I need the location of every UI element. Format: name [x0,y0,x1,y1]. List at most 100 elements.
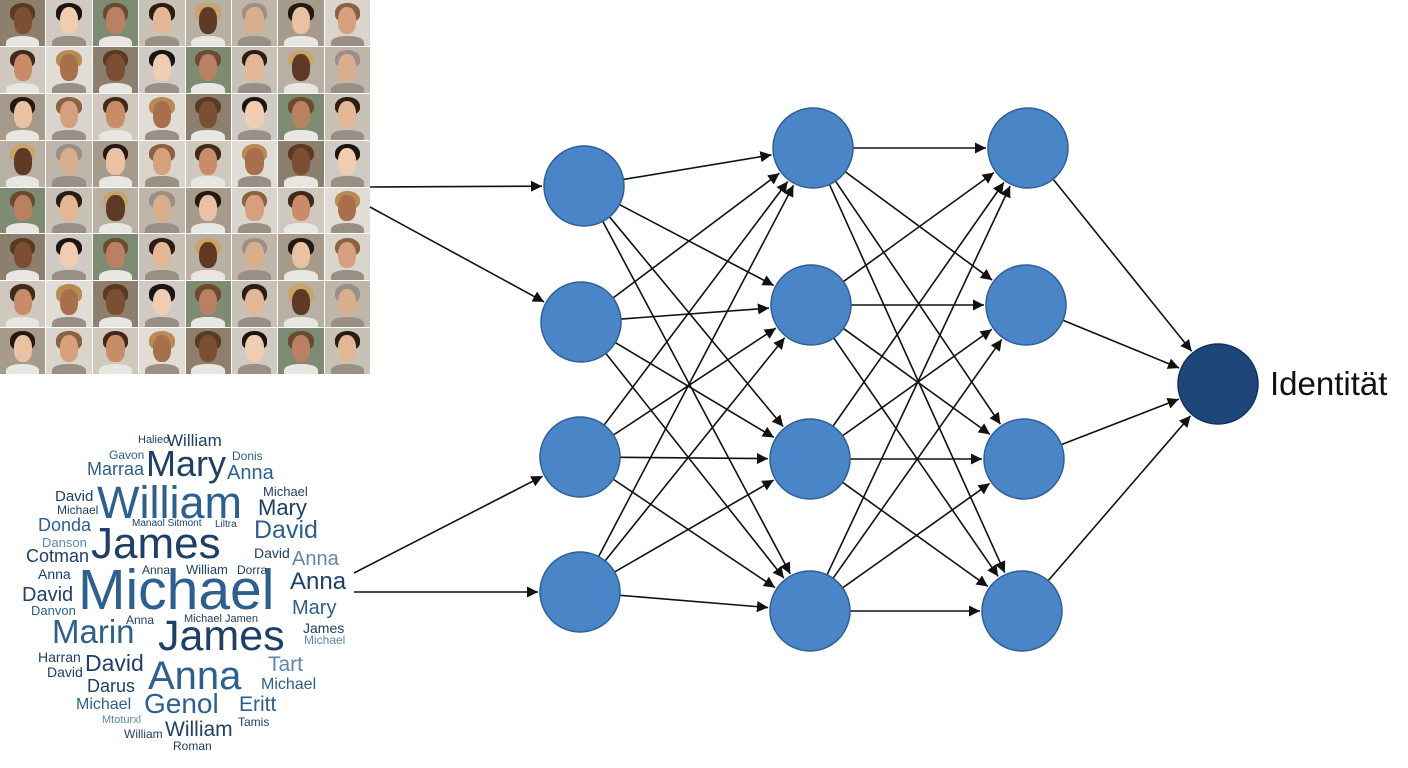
face-image [0,46,46,93]
name-word: Michael [261,676,317,693]
name-word: Mtoturxl [102,714,142,726]
face-image [185,93,231,140]
name-word: Dorra [237,563,268,577]
face-image [46,0,92,46]
face-image [46,140,92,187]
face-image [185,328,231,374]
connection-edge [832,338,1003,579]
face-image-grid [0,0,370,374]
face-image [324,0,370,46]
name-word: Anna [227,462,274,484]
face-image [92,281,139,328]
connection-edge [828,184,1006,574]
name-word: Halieo [138,434,170,446]
connection-edge [826,185,1011,576]
name-word: Michael [78,558,275,622]
face-image [46,328,92,374]
name-word: David [22,584,74,606]
name-word: Donda [38,515,92,535]
face-image [0,281,46,328]
connection-edge [605,352,785,579]
face-image [231,187,278,234]
name-word: Donis [232,449,263,463]
face-image [139,0,185,46]
layer-3-node [987,107,1069,189]
face-image [278,0,324,46]
face-image [231,140,278,187]
name-word: James [158,612,285,660]
name-word: Marraa [87,459,145,479]
layer-2-node [770,264,852,346]
name-word: Eritt [239,693,277,716]
name-word: Tart [268,653,304,676]
name-word: David [47,664,83,680]
face-image [92,93,139,140]
connection-edge [614,479,775,573]
face-image [92,328,139,374]
name-word: Marin [52,613,135,650]
name-word: Anna [292,548,339,570]
name-word: William [186,562,228,577]
face-image [185,46,231,93]
face-image [231,93,278,140]
layer-3-node [985,264,1067,346]
connection-edge [619,594,769,613]
name-word: Gavon [109,448,145,462]
face-image [231,234,278,281]
name-word: Michael [76,696,132,713]
face-image [278,46,324,93]
name-word: Michael [263,484,308,499]
name-word: Mary [292,597,337,619]
output-label: Identität [1270,365,1388,402]
layer-2-node [772,107,854,189]
name-word: David [85,650,144,676]
face-image [92,187,139,234]
face-image [0,328,46,374]
layer-2-node [769,418,851,500]
connection-edge [612,172,780,299]
face-image [92,140,139,187]
face-image [139,328,185,374]
face-image [324,281,370,328]
layer-1-node [543,145,625,227]
input-edge [369,206,545,303]
name-word: Cotman [26,546,90,566]
face-image [231,328,278,374]
face-image [278,187,324,234]
face-image [0,234,46,281]
connection-edge [1061,397,1180,446]
name-word: Anna [148,654,242,698]
connection-edge [833,337,999,577]
face-image [46,93,92,140]
face-image [278,140,324,187]
face-image [0,0,46,46]
face-image [46,187,92,234]
name-word: Anna [142,563,171,577]
face-image [185,234,231,281]
name-word: David [55,488,94,505]
connection-edge [619,452,769,465]
name-word: Danvon [31,603,76,618]
name-word: William [124,727,163,741]
face-image [0,93,46,140]
face-image [46,281,92,328]
connection-edge [1052,178,1193,352]
face-image [231,281,278,328]
layer-3-node [983,418,1065,500]
layer-2-node [769,570,851,652]
connection-edge [842,482,991,589]
connection-edge [597,184,795,557]
face-image [278,234,324,281]
face-image [0,187,46,234]
connection-edge [834,180,1002,425]
connection-edge [612,327,777,436]
face-image [139,234,185,281]
face-image [324,140,370,187]
name-word: William [167,431,222,450]
connection-edge [832,181,1005,427]
layer-1-node [539,551,621,633]
name-word: Darus [87,676,136,696]
connection-edge [844,171,993,281]
name-word: David [254,545,290,561]
